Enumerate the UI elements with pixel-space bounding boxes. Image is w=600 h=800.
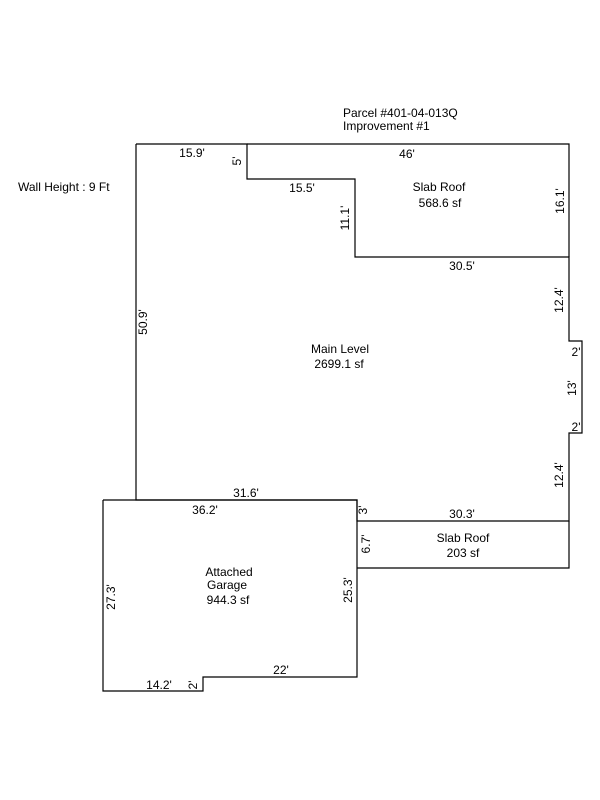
garage-name-line2: Garage: [207, 578, 247, 592]
slab-roof-top-area: 568.6 sf: [419, 196, 462, 210]
slab-roof-bottom-name: Slab Roof: [437, 531, 490, 545]
dim-notch-vertical: 5': [230, 157, 244, 166]
slab-roof-top-outline: [247, 143, 570, 257]
dim-slab-right: 16.1': [553, 188, 567, 214]
dim-garage-bottom-right: 22': [273, 663, 289, 677]
dim-garage-right: 25.3': [341, 577, 355, 603]
slab-roof-top-name: Slab Roof: [413, 180, 466, 194]
dim-garage-left: 27.3': [104, 584, 118, 610]
dim-bump-side: 13': [565, 380, 579, 396]
dim-bump-bottom: 2': [572, 420, 581, 434]
dim-left-wall: 50.9': [136, 309, 150, 335]
dim-bump-top: 2': [572, 345, 581, 359]
dim-garage-step: 2': [186, 681, 200, 690]
dim-main-bottom: 31.6': [233, 486, 259, 500]
garage-name-line1: Attached: [205, 565, 252, 579]
dim-slab2-left: 6.7': [359, 535, 373, 554]
main-level-outline: [135, 143, 583, 522]
dim-garage-top: 36.2': [192, 503, 218, 517]
dim-slab-bottom: 30.5': [449, 259, 475, 273]
dim-garage-bottom-left: 14.2': [146, 678, 172, 692]
main-level-name: Main Level: [311, 342, 369, 356]
dim-top-right: 46': [399, 147, 415, 161]
dim-small-step: 3': [356, 506, 370, 515]
improvement-number: Improvement #1: [343, 119, 430, 133]
dim-slab-left: 11.1': [338, 206, 352, 231]
wall-height-label: Wall Height : 9 Ft: [18, 180, 110, 194]
garage-outline: [102, 499, 358, 692]
slab-roof-bottom-outline: [357, 521, 570, 569]
parcel-header: Parcel #401-04-013Q Improvement #1: [343, 107, 458, 133]
dim-slab2-top: 30.3': [449, 507, 475, 521]
garage-area: 944.3 sf: [207, 593, 250, 607]
slab-roof-bottom-area: 203 sf: [447, 546, 480, 560]
dim-right-lower: 12.4': [552, 462, 566, 488]
dim-right-upper: 12.4': [552, 287, 566, 313]
dim-top-left: 15.9': [179, 146, 205, 160]
main-level-area: 2699.1 sf: [314, 357, 364, 371]
dim-notch-horizontal: 15.5': [289, 181, 315, 195]
parcel-number: Parcel #401-04-013Q: [343, 106, 458, 120]
